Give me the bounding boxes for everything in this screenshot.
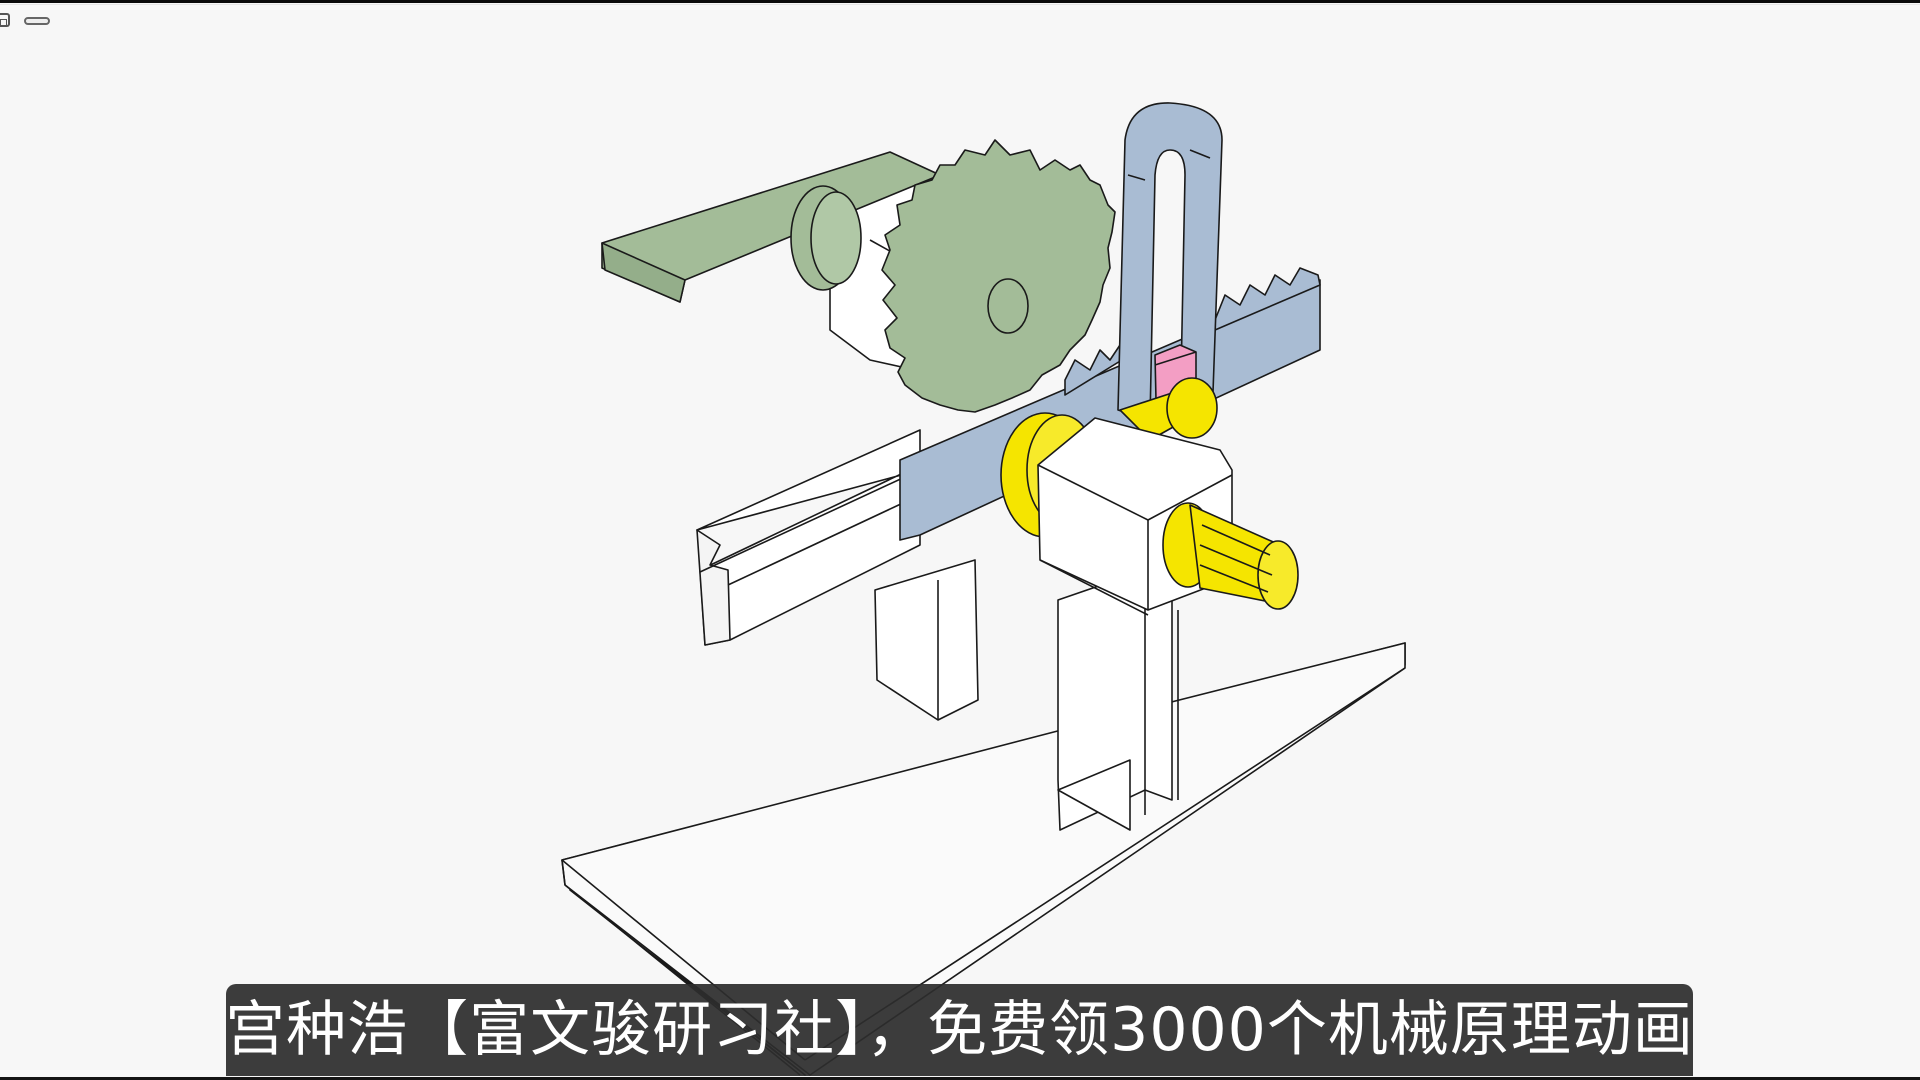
front-column xyxy=(1057,569,1179,831)
spur-gear xyxy=(881,139,1116,413)
rear-column xyxy=(874,559,979,721)
subtitle-bar: 宫种浩【富文骏研习社】，免费领3000个机械原理动画 xyxy=(225,984,1694,1076)
base-plate xyxy=(561,642,1406,1076)
top-border xyxy=(0,0,1920,3)
top-divider xyxy=(0,4,1920,5)
bottom-border xyxy=(0,1077,1920,1080)
crank-pin xyxy=(1119,377,1218,441)
knurled-knob[interactable] xyxy=(1162,502,1299,610)
subtitle-text: 宫种浩【富文骏研习社】，免费领3000个机械原理动画 xyxy=(225,995,1694,1065)
lever-arm xyxy=(601,151,941,303)
restore-icon[interactable] xyxy=(0,13,10,27)
window-controls xyxy=(0,8,50,32)
minimize-icon[interactable] xyxy=(24,17,50,25)
